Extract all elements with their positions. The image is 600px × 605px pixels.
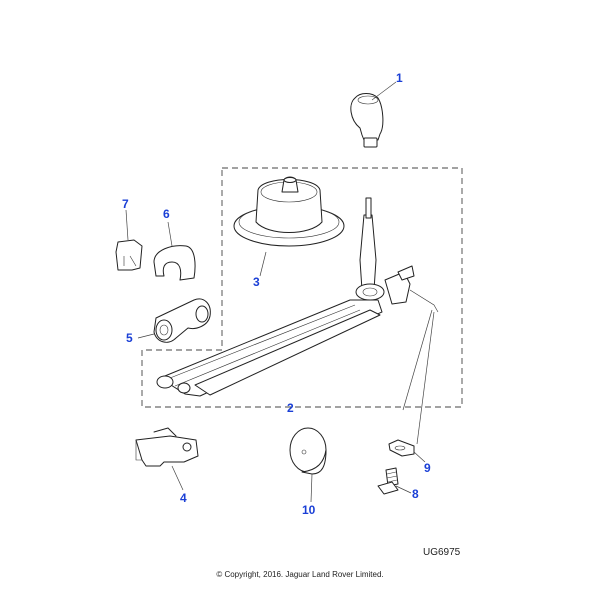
- callout-9: 9: [424, 461, 431, 475]
- callout-4: 4: [180, 491, 187, 505]
- part-3-gaiter-drawing: [233, 176, 345, 277]
- part-9-nut-clip-drawing: [388, 439, 426, 463]
- callout-8: 8: [412, 487, 419, 501]
- diagram-reference-code: UG6975: [423, 547, 461, 558]
- part-1-gear-knob-drawing: [350, 81, 397, 148]
- part-8-bolt-drawing: [377, 467, 412, 495]
- part-5-universal-joint-drawing: [137, 298, 211, 343]
- part-7-clip-drawing: [115, 209, 143, 271]
- assembly-boundary: [141, 167, 463, 408]
- part-6-bush-drawing: [153, 221, 196, 281]
- callout-6: 6: [163, 207, 170, 221]
- callout-10: 10: [302, 503, 316, 517]
- callout-7: 7: [122, 197, 129, 211]
- callout-3: 3: [253, 275, 260, 289]
- part-2-lever-assembly-drawing: [156, 197, 439, 445]
- callout-1: 1: [396, 71, 403, 85]
- part-10-grommet-drawing: [289, 427, 327, 503]
- callout-2: 2: [287, 401, 294, 415]
- copyright-notice: © Copyright, 2016. Jaguar Land Rover Lim…: [216, 570, 384, 579]
- part-4-bracket-drawing: [135, 427, 199, 491]
- callout-5: 5: [126, 331, 133, 345]
